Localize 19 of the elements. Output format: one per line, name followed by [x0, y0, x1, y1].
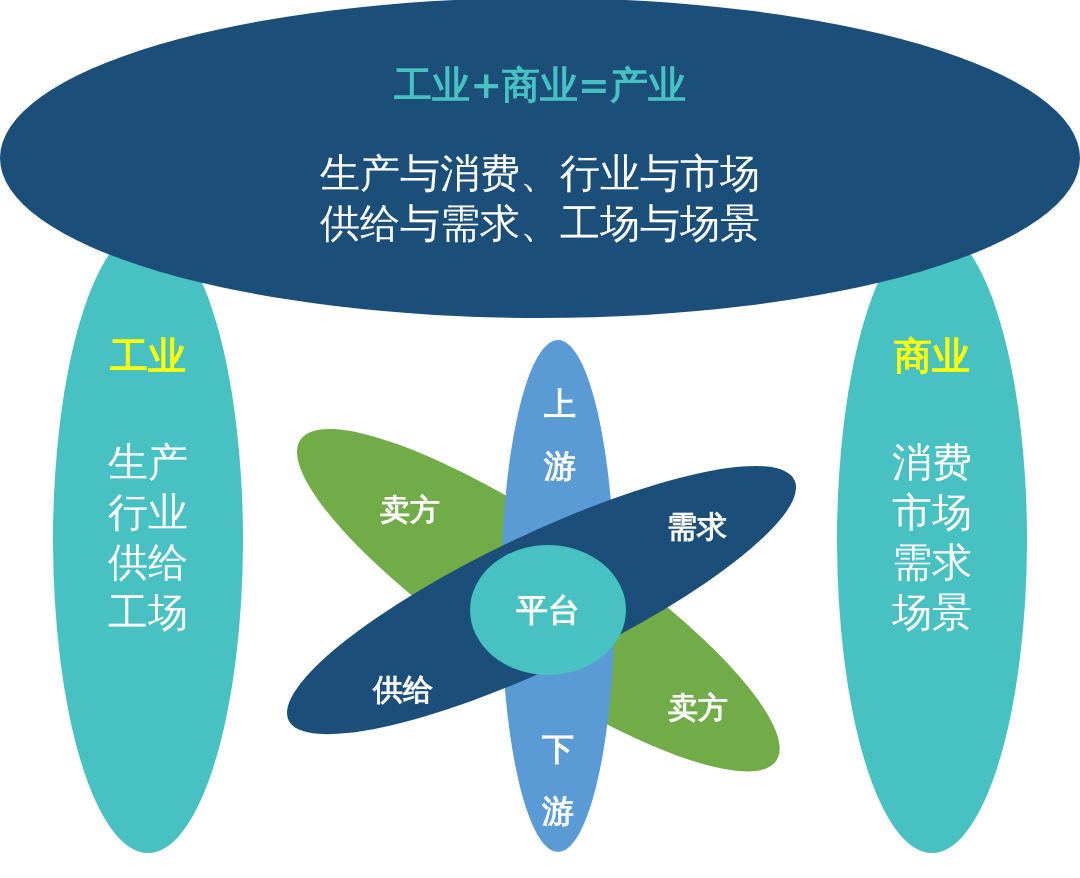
- body-text: 生产与消费、行业与市场供给与需求、工场与场景: [319, 149, 761, 248]
- list-item: 场景: [892, 588, 972, 636]
- list-item: 行业: [108, 488, 188, 536]
- petal-label: 上游: [543, 384, 577, 487]
- list-item: 消费: [892, 438, 972, 486]
- petal-label: 下游: [541, 729, 575, 832]
- list-item: 需求: [892, 538, 972, 586]
- heading: 商业: [894, 334, 970, 380]
- list-item: 生产: [108, 438, 188, 486]
- list-item: 供给: [108, 538, 188, 586]
- center-label: 平台: [516, 590, 580, 630]
- heading: 工业+商业=产业: [394, 63, 686, 109]
- petal-label: 卖方: [668, 690, 728, 726]
- heading: 工业: [110, 334, 186, 380]
- petal-label: 卖方: [380, 492, 440, 528]
- petal-label: 供给: [373, 672, 433, 708]
- petal-label: 需求: [667, 509, 727, 545]
- list-item: 工场: [108, 588, 188, 636]
- list-item: 市场: [892, 488, 972, 536]
